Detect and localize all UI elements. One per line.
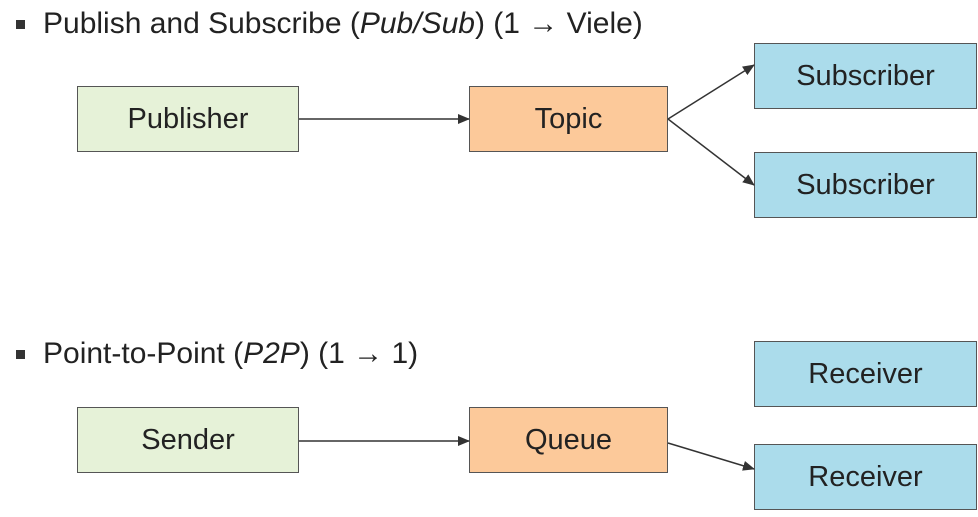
- bullet-square-icon: [16, 19, 25, 29]
- receiver-box-2: Receiver: [754, 444, 977, 510]
- bullet-square-icon: [16, 349, 25, 359]
- topic-to-subscriber-2-arrow: [667, 118, 755, 186]
- p2p-heading-prefix: Point-to-Point (: [43, 337, 244, 370]
- pubsub-heading: Publish and Subscribe (Pub/Sub) (1 → Vie…: [16, 4, 643, 44]
- p2p-heading-text: Point-to-Point (P2P) (1 → 1): [43, 337, 418, 371]
- p2p-heading-suffix: ) (1 → 1): [299, 337, 419, 370]
- sender-box: Sender: [77, 407, 299, 473]
- subscriber-box-1: Subscriber: [754, 43, 977, 109]
- topic-box: Topic: [469, 86, 668, 152]
- publisher-box: Publisher: [77, 86, 299, 152]
- p2p-heading: Point-to-Point (P2P) (1 → 1): [16, 334, 418, 374]
- receiver-box-1: Receiver: [754, 341, 977, 407]
- pubsub-heading-text: Publish and Subscribe (Pub/Sub) (1 → Vie…: [43, 7, 643, 41]
- pubsub-heading-emphasis: Pub/Sub: [359, 7, 475, 40]
- pubsub-heading-prefix: Publish and Subscribe (: [43, 7, 360, 40]
- queue-to-receiver-2-arrow: [667, 442, 755, 471]
- topic-to-subscriber-1-arrow: [667, 64, 755, 120]
- p2p-heading-emphasis: P2P: [243, 337, 300, 370]
- pubsub-heading-suffix: ) (1 → Viele): [474, 7, 643, 40]
- queue-box: Queue: [469, 407, 668, 473]
- subscriber-box-2: Subscriber: [754, 152, 977, 218]
